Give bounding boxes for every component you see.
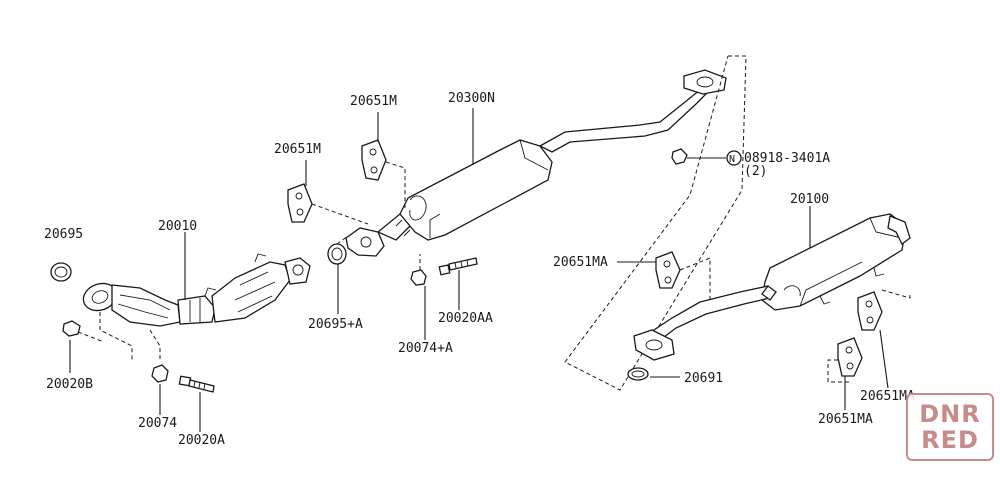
label-20020A: 20020A bbox=[178, 433, 225, 448]
watermark-line-1: DNR bbox=[919, 400, 981, 428]
hanger-20651MA-right bbox=[857, 291, 883, 331]
label-20074: 20074 bbox=[138, 416, 177, 431]
stud-20020AA bbox=[438, 257, 478, 276]
label-08918-3401A: 08918-3401A bbox=[744, 151, 830, 166]
nut-20020B bbox=[62, 320, 81, 337]
label-20020AA: 20020AA bbox=[438, 311, 493, 326]
stud-20020A bbox=[178, 375, 215, 393]
nut-20074 bbox=[151, 364, 169, 383]
center-muffler-20300N bbox=[345, 89, 708, 257]
label-20074-A: 20074+A bbox=[398, 341, 453, 356]
label-20651MA-lower: 20651MA bbox=[818, 412, 873, 427]
rear-flange bbox=[683, 69, 727, 95]
label-20691: 20691 bbox=[684, 371, 723, 386]
label-20020B: 20020B bbox=[46, 377, 93, 392]
gasket-20695 bbox=[50, 262, 72, 282]
gasket-20691 bbox=[627, 367, 649, 381]
watermark-logo: DNR RED bbox=[906, 393, 994, 461]
label-bolt-symbol: N bbox=[729, 154, 735, 165]
label-20300N: 20300N bbox=[448, 91, 495, 106]
label-20651M-upper: 20651M bbox=[350, 94, 397, 109]
label-20695: 20695 bbox=[44, 227, 83, 242]
main-muffler-flange bbox=[633, 329, 675, 361]
label-20010: 20010 bbox=[158, 219, 197, 234]
label-20695-A: 20695+A bbox=[308, 317, 363, 332]
label-20651MA-upper: 20651MA bbox=[553, 255, 608, 270]
label-20651MA-right: 20651MA bbox=[860, 389, 915, 404]
hanger-20651MA-upper bbox=[655, 251, 681, 289]
bolt-08918-3401A bbox=[671, 148, 742, 166]
gasket-20695-A bbox=[327, 243, 347, 265]
label-bolt-qty: (2) bbox=[744, 164, 767, 179]
hanger-20651MA-lower bbox=[837, 337, 863, 377]
hanger-20651M-upper bbox=[361, 139, 387, 181]
nut-20074-A bbox=[410, 269, 427, 286]
main-muffler-20100 bbox=[649, 213, 911, 341]
hanger-20651M-lower bbox=[287, 183, 313, 223]
label-20651M-lower: 20651M bbox=[274, 142, 321, 157]
catalytic-converter-assembly bbox=[82, 253, 311, 327]
watermark-line-2: RED bbox=[921, 426, 979, 454]
label-20100: 20100 bbox=[790, 192, 829, 207]
